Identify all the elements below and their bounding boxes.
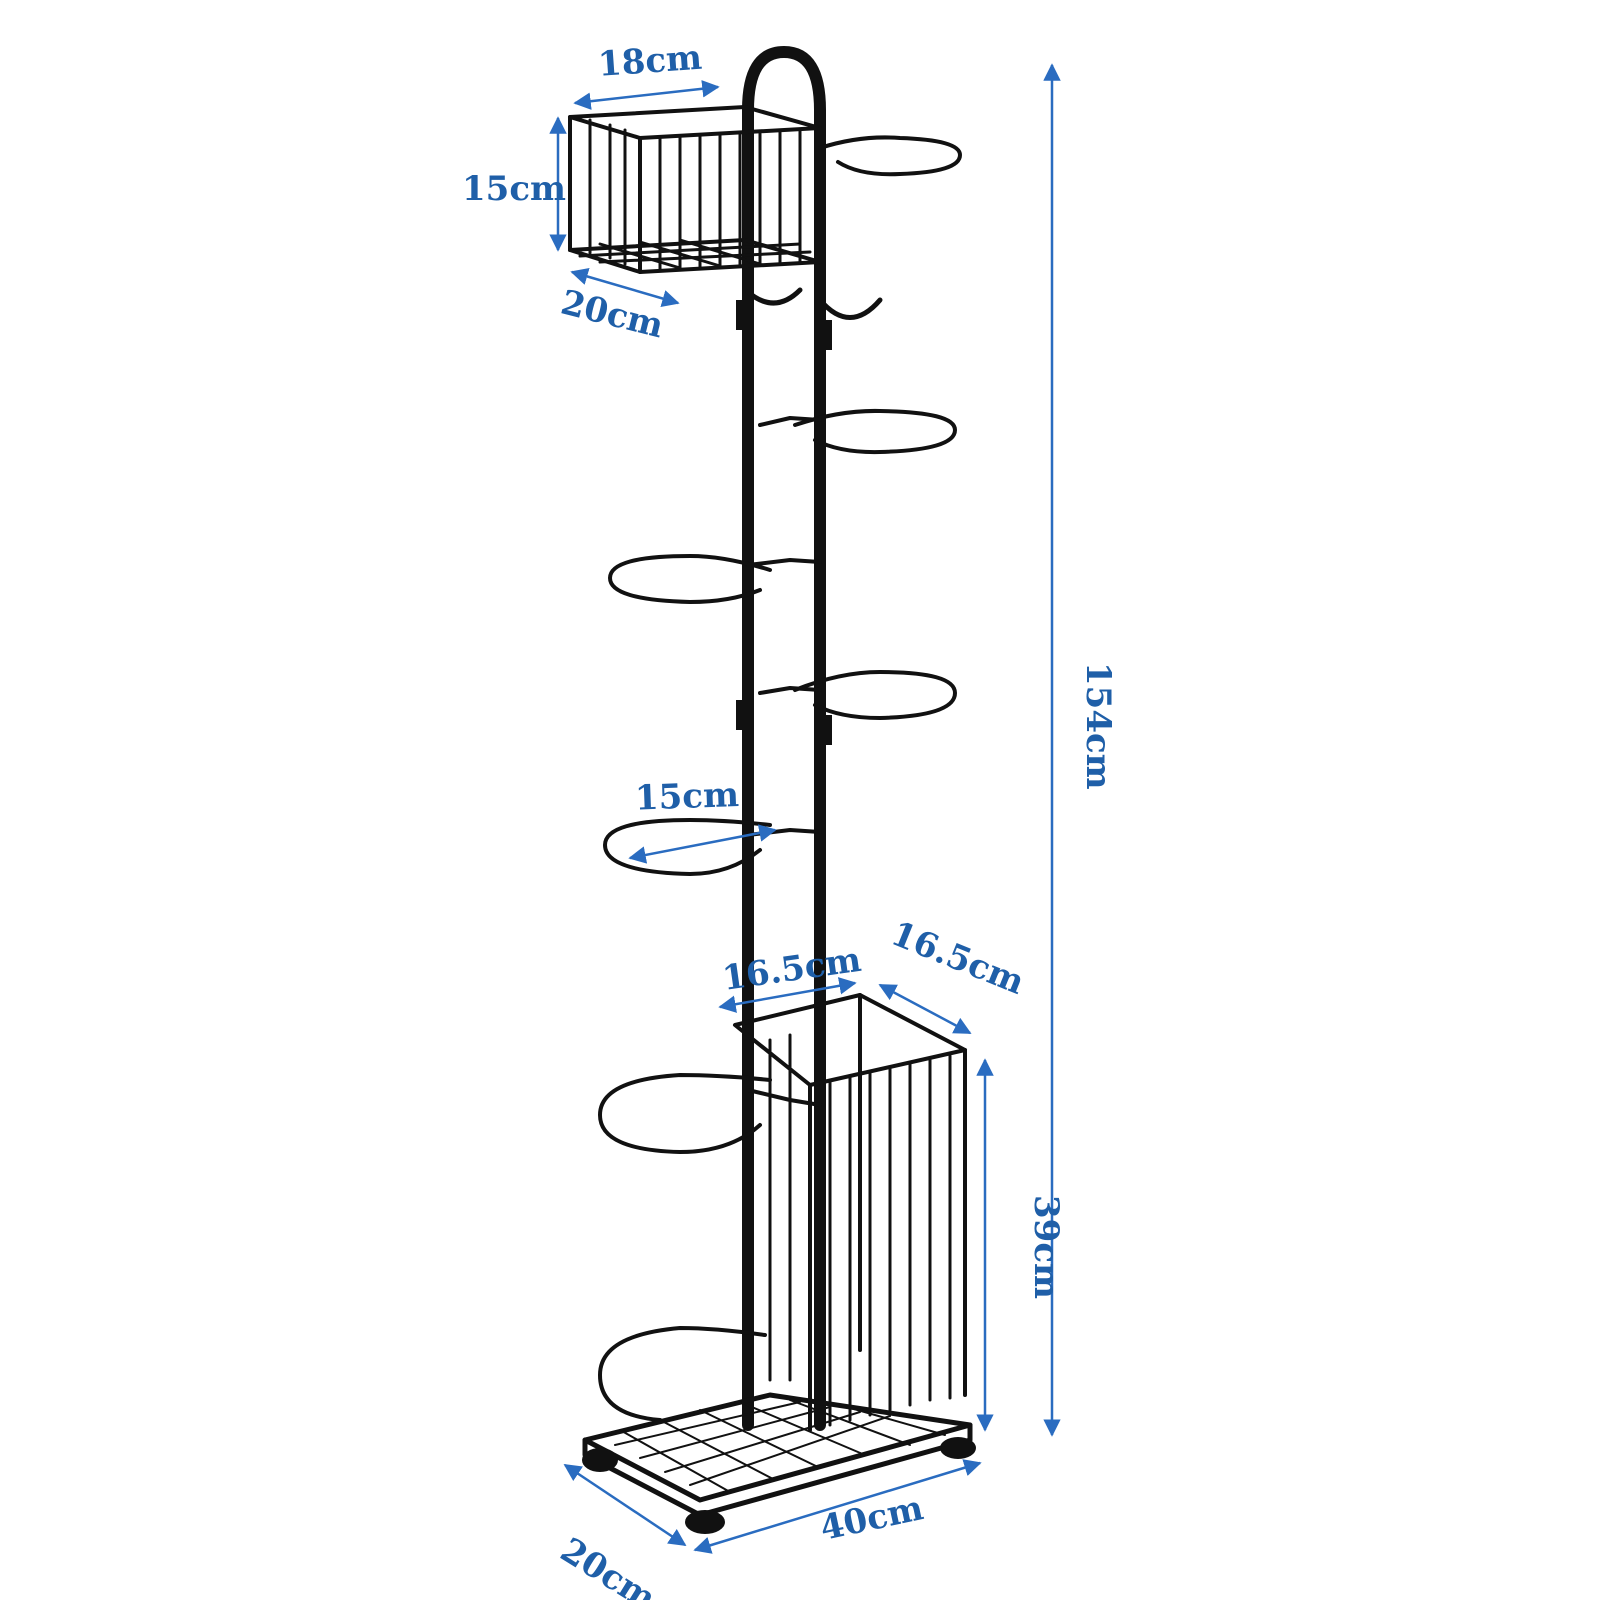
dim-line-base-length xyxy=(693,1459,982,1554)
pole-joints xyxy=(736,300,832,745)
top-basket xyxy=(568,105,822,274)
label-ring-diameter: 15cm xyxy=(634,775,739,819)
dim-line-bin-width xyxy=(718,977,857,1013)
ring-right-2 xyxy=(793,670,957,720)
rings xyxy=(598,408,957,1422)
label-bin-depth: 16.5cm xyxy=(886,914,1030,1003)
dim-line-top-basket-depth xyxy=(570,268,680,307)
hook-left xyxy=(745,287,803,306)
label-top-basket-depth: 20cm xyxy=(557,283,668,347)
ring-left-4 xyxy=(598,1326,767,1422)
rack-frame xyxy=(568,46,976,1534)
ring-right-1 xyxy=(793,408,957,455)
ring-left-1 xyxy=(608,554,772,604)
label-top-basket-width: 18cm xyxy=(597,38,704,85)
ring-left-2 xyxy=(603,818,772,876)
dimension-lines xyxy=(549,63,1061,1554)
label-bin-width: 16.5cm xyxy=(720,940,864,999)
dim-line-ring-diameter xyxy=(628,824,777,864)
dim-line-top-basket-width xyxy=(573,80,720,110)
dim-line-bin-depth xyxy=(878,983,972,1035)
ring-top-right xyxy=(818,135,962,177)
label-base-length: 40cm xyxy=(817,1488,927,1549)
hook-right xyxy=(817,297,883,320)
ring-left-3 xyxy=(598,1073,772,1154)
label-top-basket-height: 15cm xyxy=(462,169,566,209)
label-bin-height: 39cm xyxy=(1026,1195,1066,1299)
label-overall-height: 154cm xyxy=(1078,662,1118,790)
dim-line-base-depth xyxy=(563,1463,687,1547)
lower-bin xyxy=(733,993,967,1432)
main-pole xyxy=(742,46,826,1431)
label-base-depth: 20cm xyxy=(553,1530,662,1600)
